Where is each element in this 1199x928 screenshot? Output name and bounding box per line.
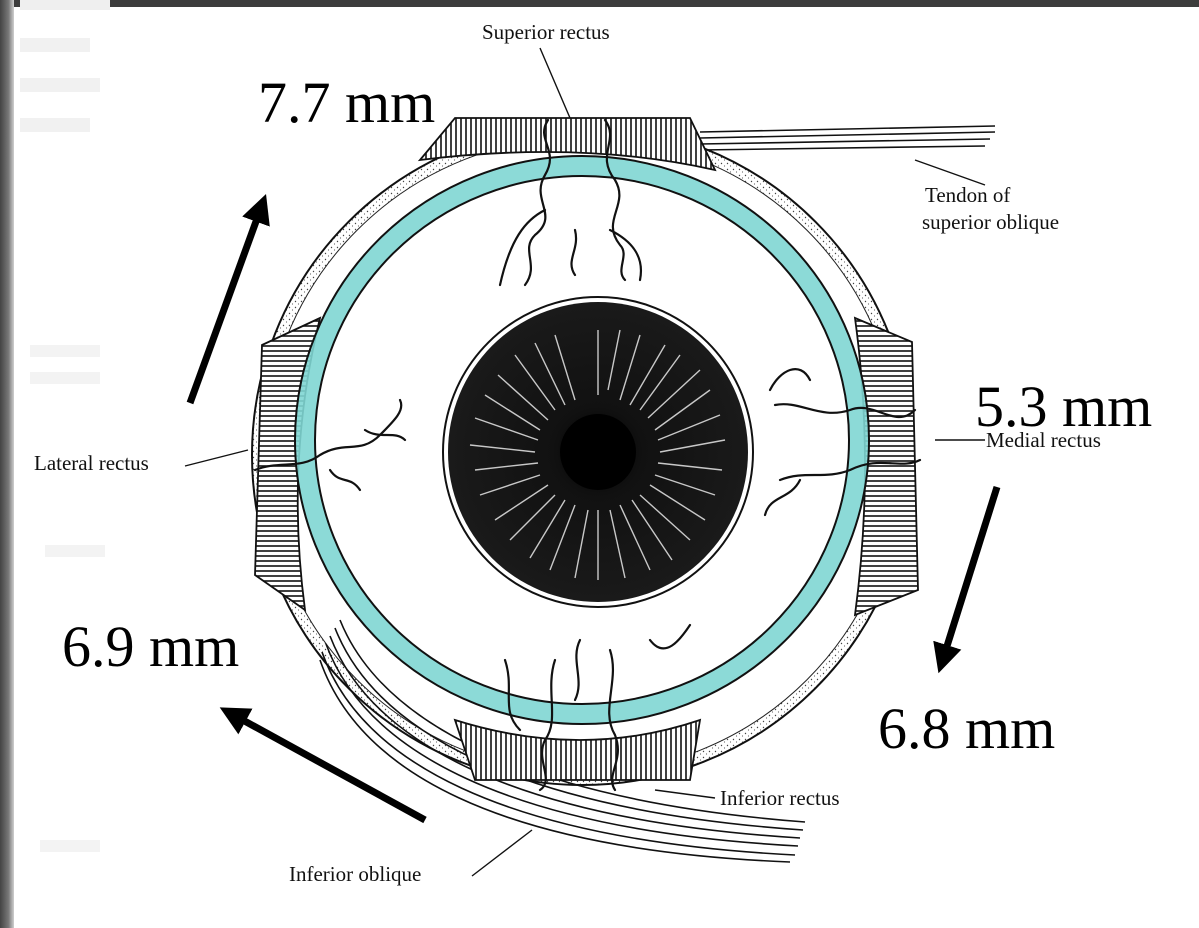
label-inferior-rectus: Inferior rectus [720,788,840,809]
iris [443,297,753,607]
pupil [560,414,636,490]
superior-oblique-tendon [700,126,995,150]
measurement-inferior: 6.8 mm [878,700,1055,758]
measurement-superior: 7.7 mm [258,74,435,132]
label-superior-rectus: Superior rectus [482,22,610,43]
arrow-icon [230,713,425,820]
label-tendon-line1: Tendon of [925,185,1010,206]
measurement-lateral: 6.9 mm [62,618,239,676]
arrow-icon [942,487,997,662]
label-lateral-rectus: Lateral rectus [34,453,149,474]
label-inferior-oblique: Inferior oblique [289,864,421,885]
label-tendon-line2: superior oblique [922,212,1059,233]
measurement-medial: 5.3 mm [975,378,1152,436]
arrow-icon [190,205,262,403]
